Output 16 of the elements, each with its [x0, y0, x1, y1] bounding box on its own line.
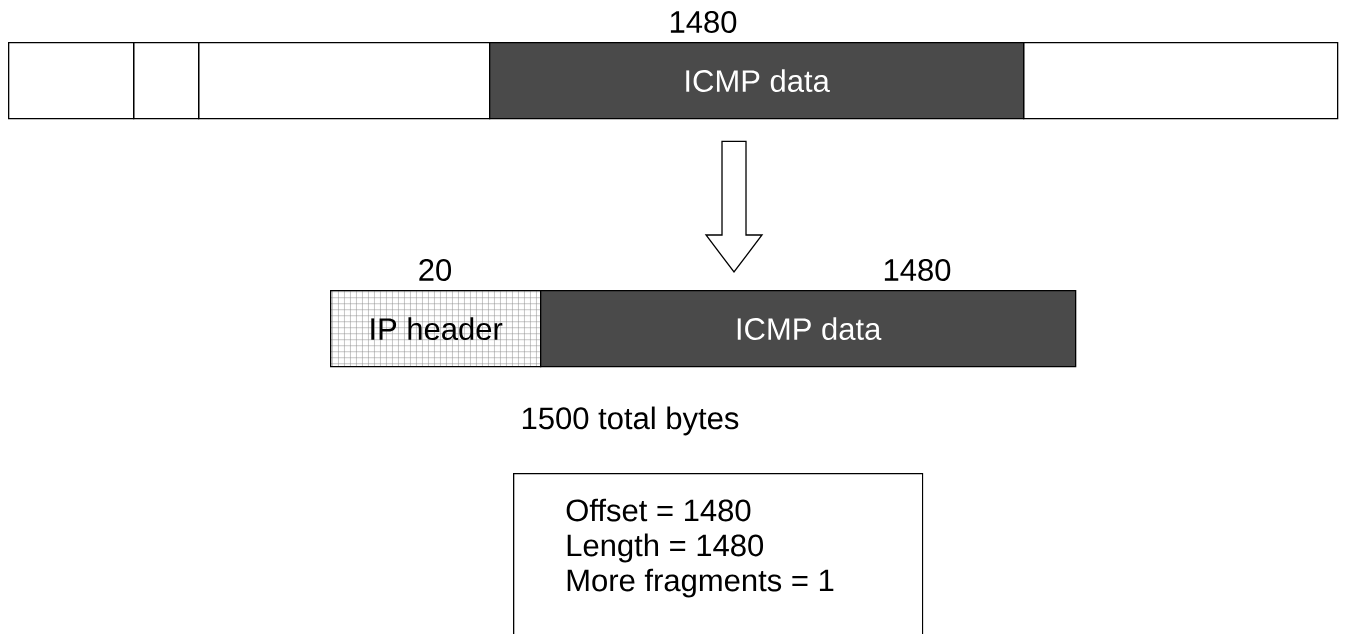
- note-box: [513, 473, 924, 634]
- size-label: 1500 total bytes: [522, 406, 739, 436]
- packet-field: [198, 42, 491, 120]
- block-arrow: [704, 140, 764, 274]
- node-label: Offset = 1480: [566, 498, 751, 522]
- data-field: ICMP data: [540, 290, 1077, 368]
- size-label: 1480: [670, 11, 737, 33]
- size-label: 1480: [884, 259, 951, 281]
- node-label: More fragments = 1: [567, 568, 834, 598]
- size-label: 20: [419, 259, 452, 281]
- packet-field: [1023, 42, 1339, 120]
- packet-field: [8, 42, 135, 120]
- node-label: Length = 1480: [567, 533, 764, 563]
- packet-field: [133, 42, 200, 120]
- header-field: IP header: [330, 290, 542, 368]
- data-field: ICMP data: [489, 42, 1025, 120]
